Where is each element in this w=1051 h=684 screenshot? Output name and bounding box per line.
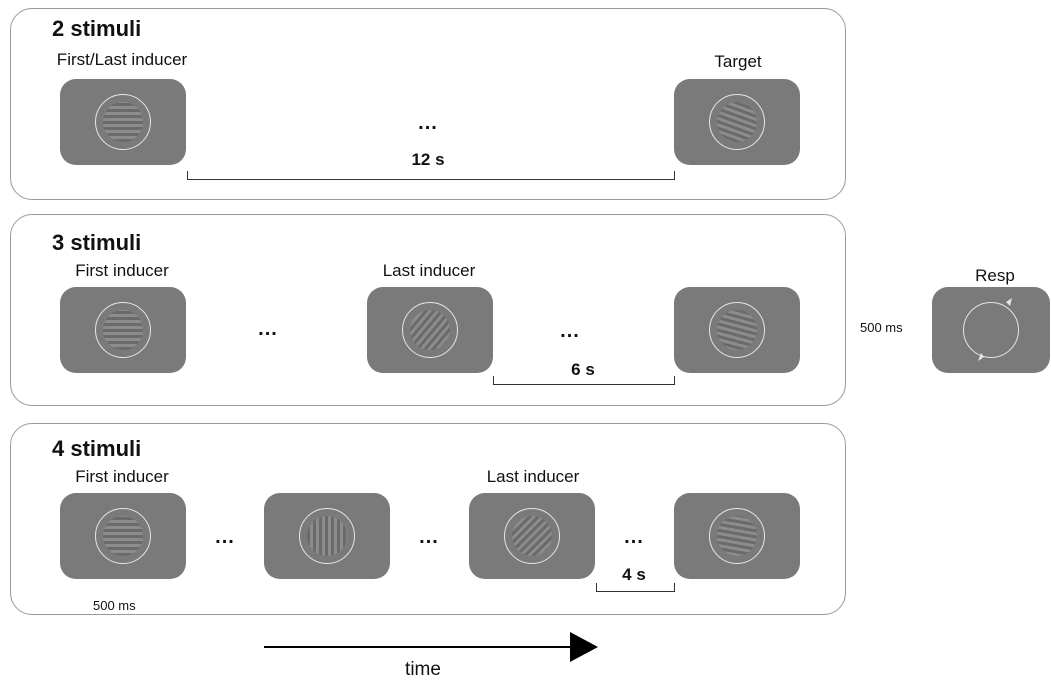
ellipsis: ...	[258, 318, 278, 340]
label-last-inducer: Last inducer	[486, 467, 580, 486]
panel-title-3-stimuli: 3 stimuli	[52, 230, 142, 255]
aperture-circle	[95, 94, 151, 150]
stimulus-duration-label: 500 ms	[93, 598, 136, 613]
interval-label: 4 s	[622, 565, 646, 584]
ellipsis: ...	[419, 526, 439, 548]
aperture-circle	[709, 302, 765, 358]
interval-bracket	[187, 171, 675, 180]
label-last-inducer: Last inducer	[382, 261, 476, 280]
interval-bracket	[493, 376, 675, 385]
aperture-circle	[299, 508, 355, 564]
stimulus-first-inducer	[60, 287, 186, 373]
stimulus-middle-inducer	[264, 493, 390, 579]
panel-title-2-stimuli: 2 stimuli	[52, 16, 142, 41]
interval-label: 6 s	[571, 360, 595, 379]
stimulus-response	[932, 287, 1050, 373]
time-arrow	[264, 646, 576, 648]
interval-bracket	[596, 583, 675, 592]
aperture-circle	[95, 302, 151, 358]
response-duration-label: 500 ms	[860, 320, 903, 335]
stimulus-target	[674, 287, 800, 373]
stimulus-last-inducer	[469, 493, 595, 579]
ellipsis: ...	[560, 320, 580, 342]
ellipsis: ...	[215, 526, 235, 548]
aperture-circle	[963, 302, 1019, 358]
label-first-inducer: First inducer	[75, 467, 169, 486]
ellipsis: ...	[418, 112, 438, 134]
aperture-circle	[709, 508, 765, 564]
aperture-circle	[95, 508, 151, 564]
response-arrows-icon	[978, 298, 1012, 361]
label-first-inducer: First inducer	[75, 261, 169, 280]
stimulus-target	[674, 493, 800, 579]
stimulus-target	[674, 79, 800, 165]
panel-title-4-stimuli: 4 stimuli	[52, 436, 142, 461]
label-target: Target	[714, 52, 762, 71]
interval-label: 12 s	[411, 150, 445, 169]
stimulus-last-inducer	[367, 287, 493, 373]
aperture-circle	[402, 302, 458, 358]
stimulus-first-inducer	[60, 493, 186, 579]
stimulus-inducer	[60, 79, 186, 165]
aperture-circle	[504, 508, 560, 564]
label-response: Resp	[975, 266, 1015, 285]
time-label: time	[405, 659, 441, 680]
time-arrowhead	[570, 632, 598, 662]
aperture-circle	[709, 94, 765, 150]
label-first-last-inducer: First/Last inducer	[56, 50, 188, 69]
ellipsis: ...	[624, 526, 644, 548]
